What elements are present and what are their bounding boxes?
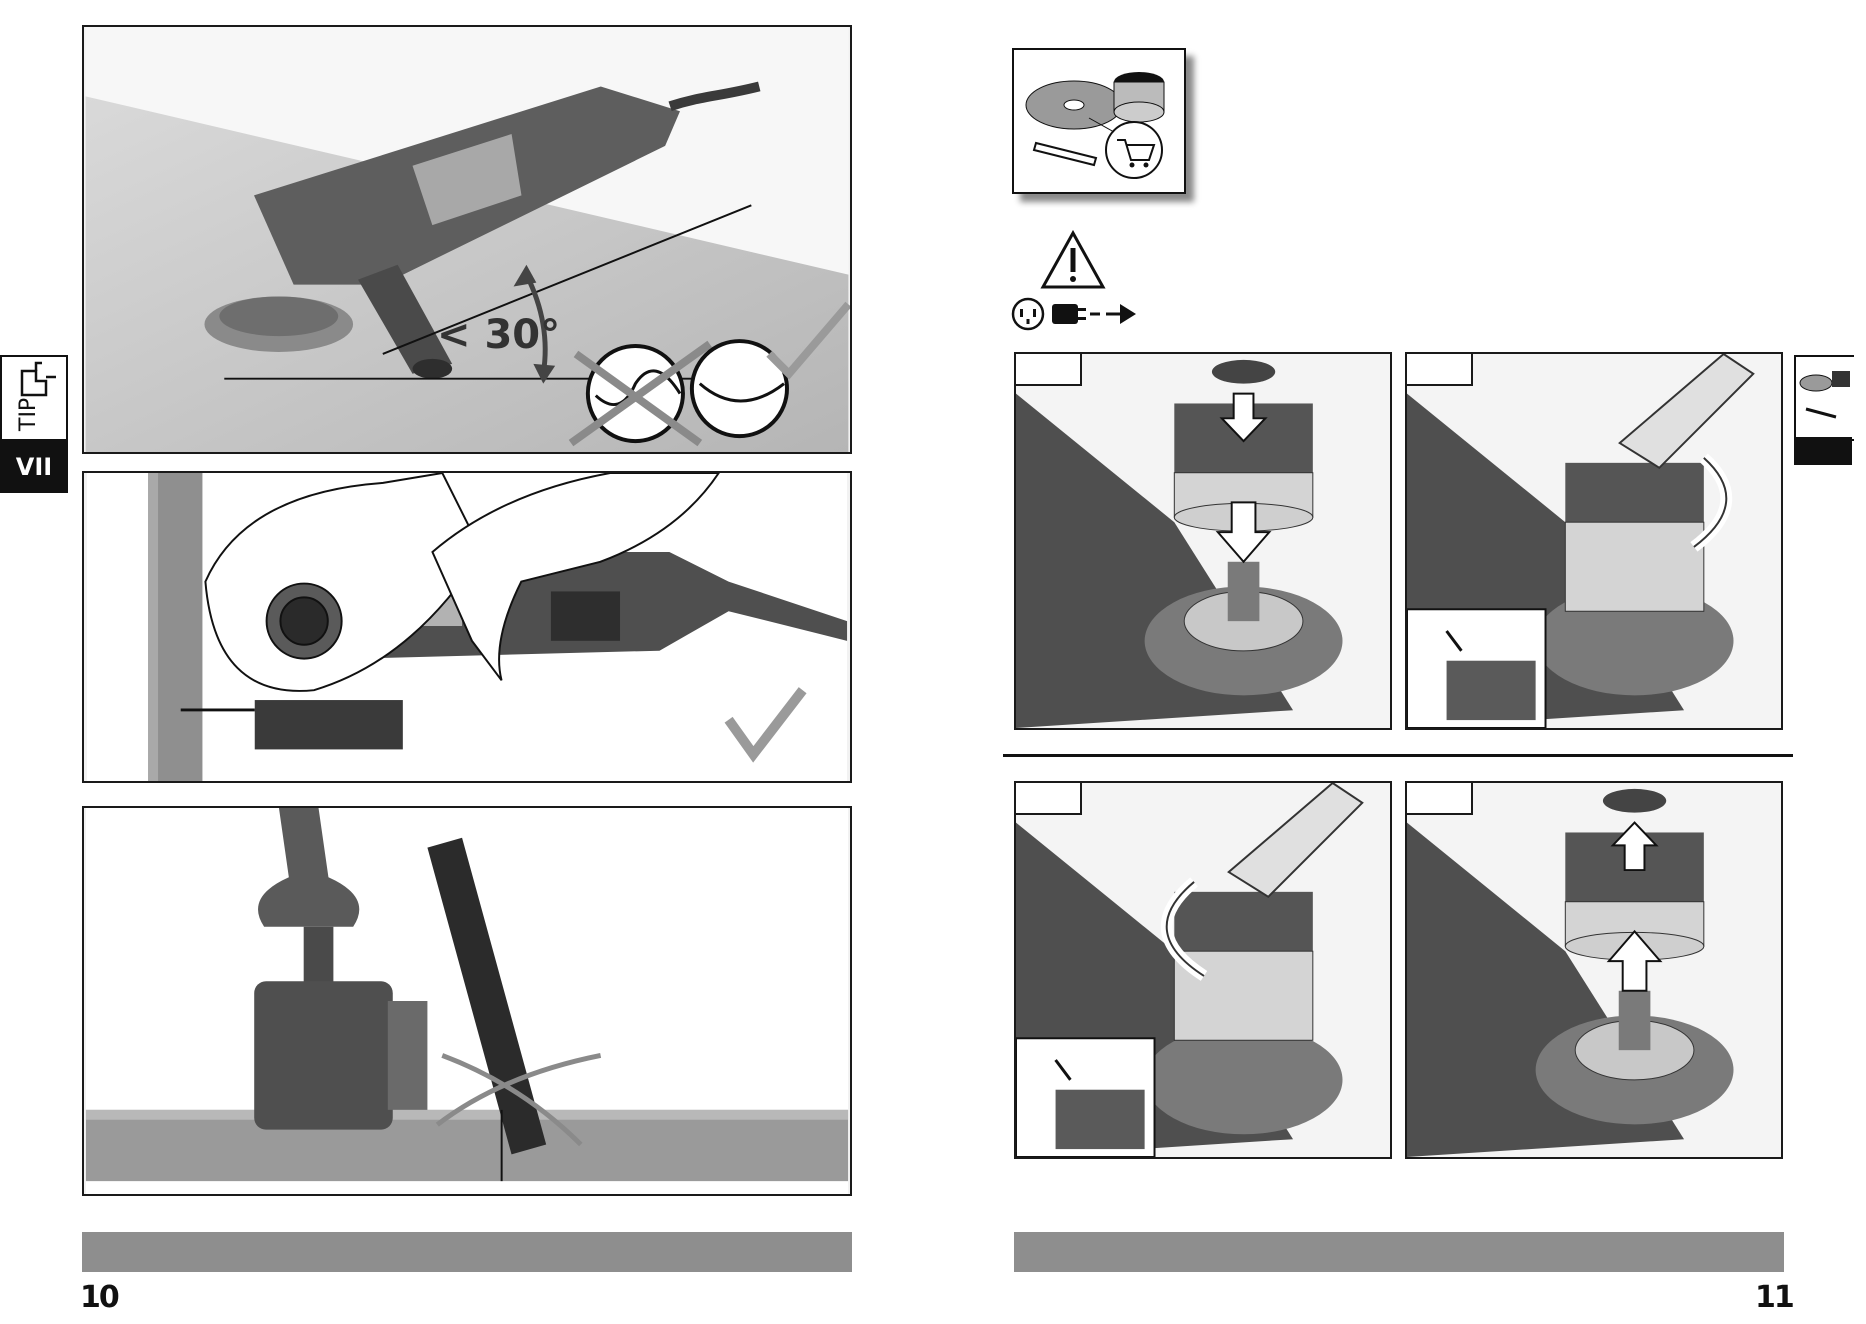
tip-tab: TIP [0,355,68,441]
grinding-angle-panel: < 30° [82,25,852,454]
page-number-left: 10 [80,1280,118,1315]
wrench-icon [1806,409,1836,417]
wire-cup-brush-icon [1114,72,1164,122]
section-label: VII [0,441,68,493]
cutting-correct-panel [82,471,852,783]
warning-triangle-icon [1040,230,1106,290]
cutting-incorrect-illustration [84,808,850,1194]
flange-nut-icon [1212,360,1275,384]
wire-cup-brush-icon [1565,463,1704,611]
step-mount-brush-panel [1014,352,1392,730]
step-tag [1016,354,1082,386]
grinding-disc-icon [1026,81,1122,129]
flange-nut-icon [1603,789,1666,813]
step-tag [1407,354,1473,386]
grinding-angle-illustration [84,27,850,452]
step-tag [1016,783,1082,815]
angle-label: < 30° [437,312,560,358]
step-loosen-panel [1014,781,1392,1159]
cutting-correct-illustration [84,473,850,781]
mount-brush-illustration [1016,354,1390,728]
step-remove-brush-panel [1405,781,1783,1159]
remove-brush-illustration [1407,783,1781,1157]
power-outlet-icon [1010,296,1046,332]
cutting-incorrect-panel [82,806,852,1196]
footer-bar-right [1014,1232,1784,1272]
section-divider [1003,754,1793,757]
accessory-box [1012,48,1186,194]
unplug-arrow-icon [1050,298,1138,330]
step-tag [1407,783,1473,815]
wrench-icon [1034,143,1096,165]
loosen-brush-illustration [1016,783,1390,1157]
grinding-disc-icon [1800,375,1832,391]
page-number-right: 11 [1755,1280,1793,1315]
step-tighten-panel [1405,352,1783,730]
footer-bar-left [82,1232,852,1272]
accessory-side-tab-black [1794,437,1852,465]
wire-cup-brush-icon [1832,371,1850,387]
accessory-side-tab [1794,355,1854,441]
tighten-brush-illustration [1407,354,1781,728]
tip-text: TIP [16,398,41,431]
horizontal-pipe-icon [86,1110,848,1181]
shopping-cart-icon [1106,122,1162,178]
